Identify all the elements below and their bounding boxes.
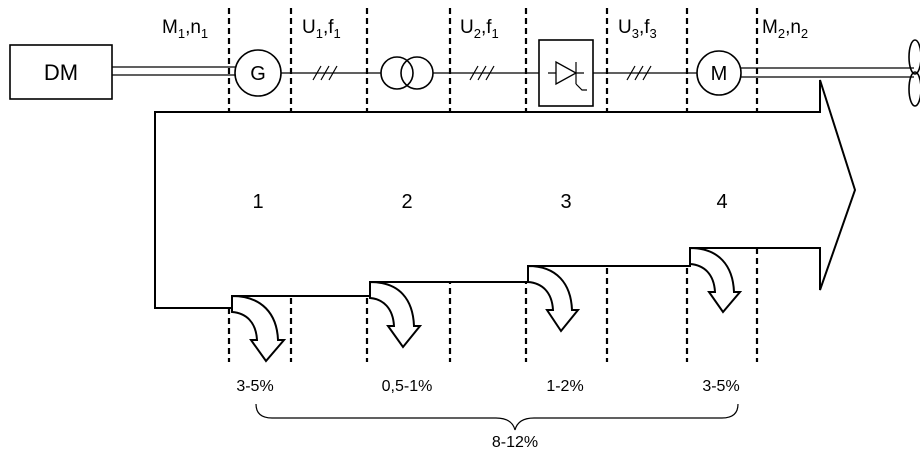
motor: M bbox=[696, 50, 742, 96]
drive-motor: DM bbox=[9, 44, 113, 100]
stage-number-4: 4 bbox=[716, 191, 727, 213]
three-phase-mark-2 bbox=[469, 65, 495, 81]
three-phase-mark-1 bbox=[312, 65, 338, 81]
drive-motor-box bbox=[9, 44, 113, 100]
quantity-label-4: U3,f3 bbox=[618, 17, 657, 41]
stage-number-1: 1 bbox=[252, 191, 263, 213]
transformer-icon bbox=[380, 56, 434, 90]
loss-percentage-3: 1-2% bbox=[546, 378, 583, 395]
loss-arrow-1 bbox=[231, 294, 287, 363]
loss-percentages: 3-5% 0,5-1% 1-2% 3-5% bbox=[236, 378, 739, 395]
drive-motor-label: DM bbox=[44, 60, 78, 85]
total-loss-label: 8-12% bbox=[492, 434, 538, 451]
motor-symbol bbox=[696, 50, 742, 96]
quantity-label-2: U1,f1 bbox=[302, 17, 341, 41]
quantity-label-3: U2,f1 bbox=[460, 17, 499, 41]
loss-arrow-2 bbox=[369, 280, 423, 349]
motor-label: M bbox=[711, 63, 728, 85]
loss-arrow-4 bbox=[689, 246, 743, 314]
three-phase-mark-3 bbox=[626, 65, 652, 81]
quantity-label-5: M2,n2 bbox=[762, 17, 808, 41]
loss-arrow-3 bbox=[527, 264, 581, 333]
quantity-label-1: M1,n1 bbox=[162, 17, 208, 41]
converter-icon bbox=[538, 39, 594, 107]
total-loss-brace bbox=[255, 403, 739, 431]
loss-percentage-2: 0,5-1% bbox=[382, 378, 433, 395]
loss-percentage-1: 3-5% bbox=[236, 378, 273, 395]
generator: G bbox=[234, 49, 282, 97]
loss-arrows bbox=[231, 246, 743, 363]
quantity-labels: M1,n1 U1,f1 U2,f1 U3,f3 M2,n2 bbox=[162, 17, 808, 41]
loss-percentage-4: 3-5% bbox=[702, 378, 739, 395]
stage-number-3: 3 bbox=[560, 191, 571, 213]
stage-number-2: 2 bbox=[401, 191, 412, 213]
stage-numbers: 1 2 3 4 bbox=[252, 191, 727, 213]
propeller-icon bbox=[908, 39, 920, 107]
generator-label: G bbox=[250, 63, 266, 85]
